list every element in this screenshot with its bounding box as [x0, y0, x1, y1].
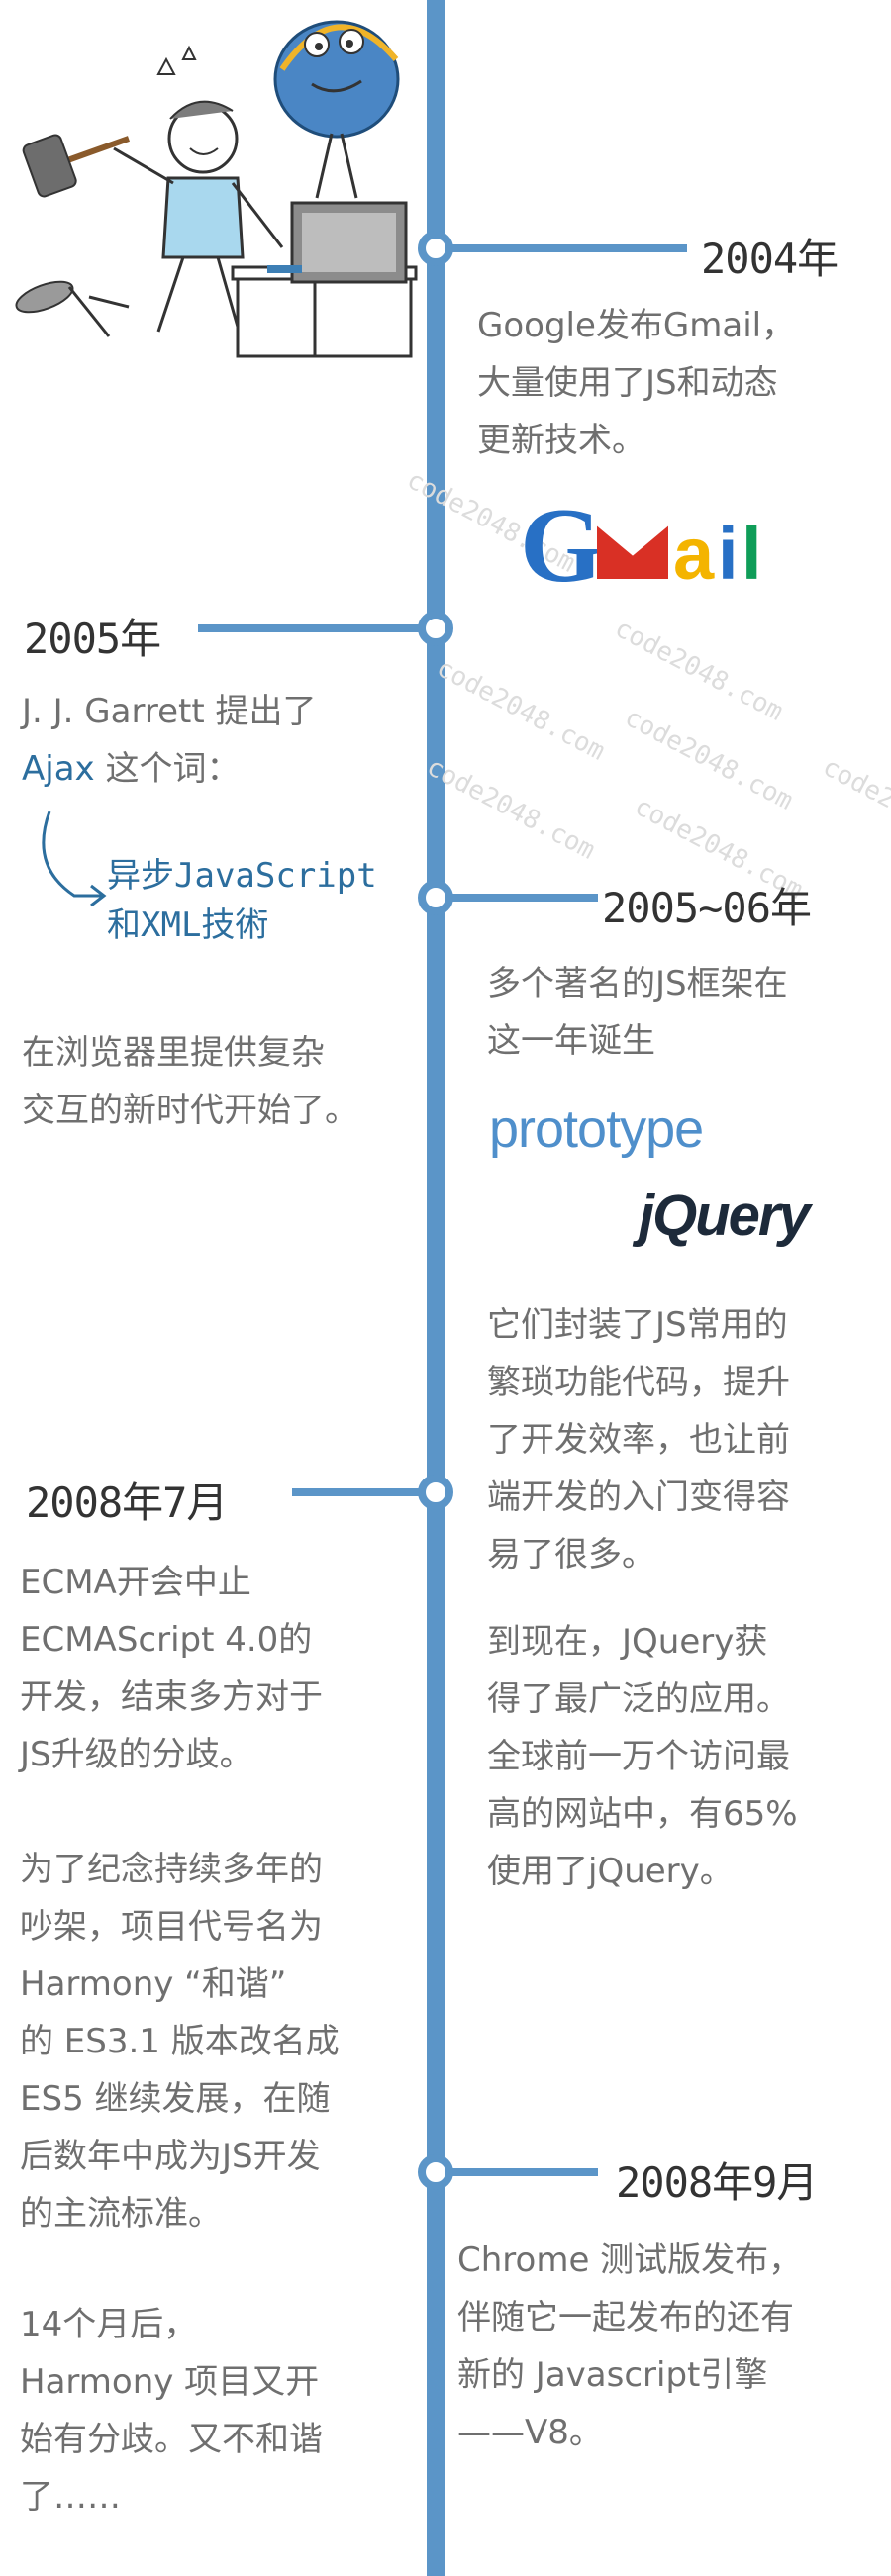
- curved-arrow-icon: [42, 811, 107, 907]
- text-2005-06: 多个著名的JS框架在 这一年诞生: [487, 964, 788, 1061]
- ajax-definition-note: 异步JavaScript 和XML技術: [107, 856, 377, 945]
- text-2005-ajax-line: Ajax 这个词：: [22, 749, 241, 789]
- gmail-logo: G a i l: [520, 487, 797, 605]
- timeline-connector: [449, 2168, 598, 2176]
- timeline-connector: [449, 244, 687, 252]
- year-2005-06: 2005~06年: [602, 884, 812, 932]
- ajax-term: Ajax: [22, 749, 95, 789]
- timeline-connector: [198, 624, 422, 632]
- svg-text:G: G: [520, 490, 603, 599]
- timeline-node-2004: [418, 231, 453, 266]
- text-2004: Google发布Gmail， 大量使用了JS和动态 更新技术。: [477, 306, 796, 460]
- text-2005-06-jquery-usage: 到现在，JQuery获 得了最广泛的应用。 全球前一万个访问最 高的网站中，有6…: [487, 1622, 798, 1891]
- watermark: code2048.com: [817, 752, 891, 866]
- year-2005: 2005年: [24, 615, 161, 663]
- timeline-node-2008-7: [418, 1475, 453, 1510]
- prototype-logo: prototype: [489, 1099, 704, 1159]
- watermark: code2048.com: [431, 653, 610, 767]
- text-2005-06-frameworks: 它们封装了JS常用的 繁琐功能代码，提升 了开发效率，也让前 端开发的入门变得容…: [487, 1305, 790, 1574]
- jquery-logo: jQuery: [639, 1184, 811, 1248]
- timeline-connector: [292, 1488, 422, 1496]
- text-2005-line1: J. J. Garrett 提出了: [22, 692, 317, 731]
- timeline-node-2005-06: [418, 880, 453, 915]
- text-2008-7-ecma: ECMA开会中止 ECMAScript 4.0的 开发，结束多方对于 JS升级的…: [20, 1563, 323, 1774]
- svg-text:i: i: [718, 513, 739, 595]
- svg-text:a: a: [673, 513, 715, 595]
- cartoon-illustration: [15, 20, 418, 358]
- year-2008-9: 2008年9月: [616, 2158, 818, 2207]
- text-2005-new-era: 在浏览器里提供复杂 交互的新时代开始了。: [22, 1033, 358, 1130]
- timeline-node-2005: [418, 611, 453, 646]
- svg-text:l: l: [742, 513, 762, 595]
- timeline-node-2008-9: [418, 2154, 453, 2190]
- text-2008-9-chrome: Chrome 测试版发布， 伴随它一起发布的还有 新的 Javascript引擎…: [457, 2241, 803, 2452]
- text-2008-7-later: 14个月后， Harmony 项目又开 始有分歧。又不和谐 了……: [20, 2305, 323, 2517]
- timeline-connector: [449, 894, 598, 902]
- year-2008-7: 2008年7月: [26, 1479, 228, 1527]
- watermark: code2048.com: [421, 752, 600, 866]
- year-2004: 2004年: [701, 235, 839, 283]
- text-2008-7-harmony: 为了纪念持续多年的 吵架，项目代号名为 Harmony “和谐” 的 ES3.1…: [20, 1850, 340, 2234]
